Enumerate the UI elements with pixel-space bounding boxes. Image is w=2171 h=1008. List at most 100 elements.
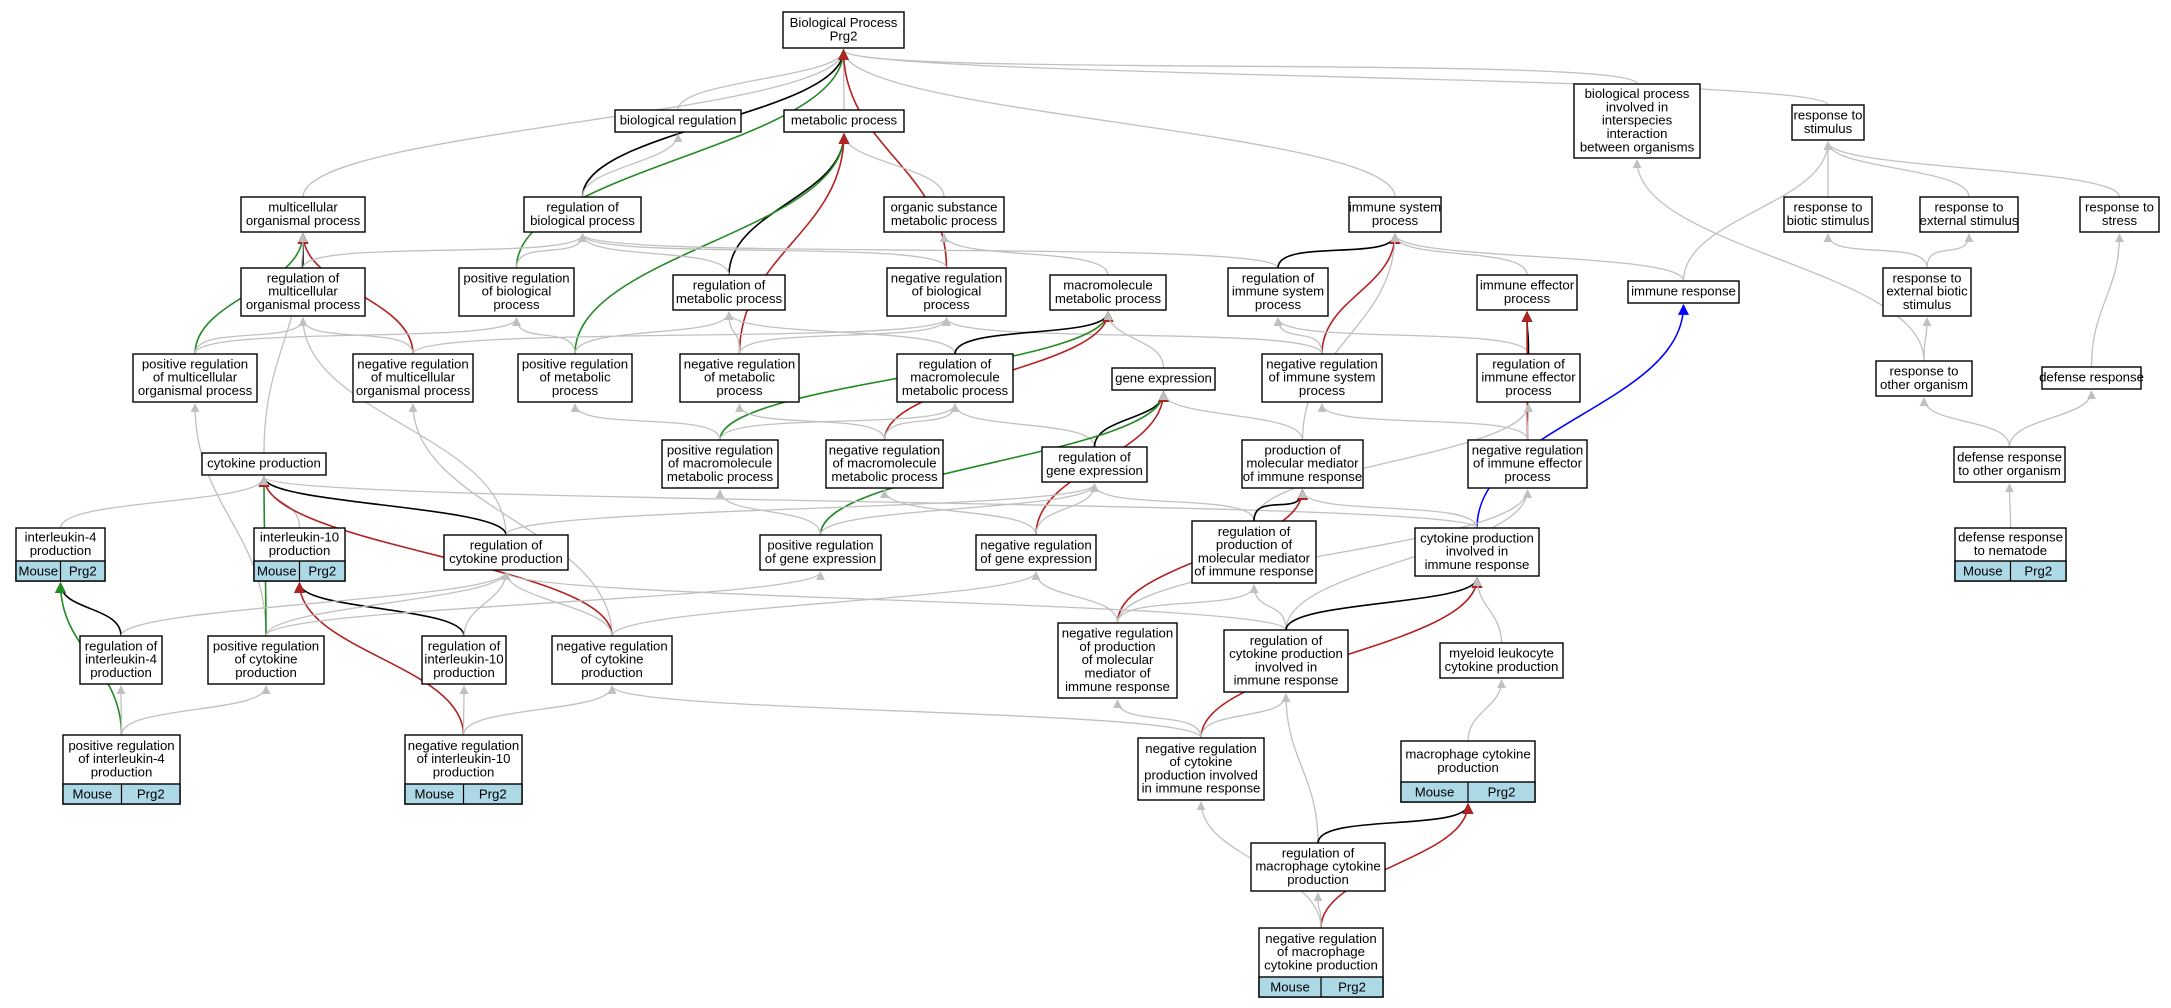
term-label-line: biotic stimulus	[1787, 213, 1870, 228]
badge-organism-label: Mouse	[1415, 785, 1455, 800]
term-label-line: positive regulation	[68, 738, 174, 753]
term-label-line: of macromolecule	[668, 456, 772, 471]
edge-cytoimm-to-prodmolmed	[1298, 489, 1478, 529]
edge-geneexp-to-macromol	[1103, 311, 1165, 369]
term-label-line: gene expression	[1115, 371, 1212, 386]
badge-organism-label: Mouse	[257, 564, 297, 579]
term-node-defresp[interactable]: defense response	[2039, 366, 2144, 390]
term-box	[132, 353, 258, 403]
term-box	[1919, 196, 2019, 233]
term-label-line: process	[552, 383, 599, 398]
term-label-line: regulation of	[267, 270, 340, 285]
edge-negregcytoimm-to-regcytoimm	[1200, 693, 1291, 739]
term-box	[886, 267, 1007, 317]
badge-gene-label: Prg2	[69, 564, 97, 579]
term-node-metab[interactable]: metabolic process	[783, 109, 905, 133]
edge-negreggene-to-negregmacro	[880, 489, 1037, 536]
term-box	[1227, 267, 1329, 317]
term-label-line: between organisms	[1580, 139, 1695, 154]
edge-myeloid-to-cytoimm	[1472, 577, 1503, 644]
edge-posregil4-to-regil4	[116, 685, 126, 736]
term-label-line: Prg2	[830, 28, 858, 43]
term-label-line: involved in	[1606, 99, 1668, 114]
edge-respstim-to-root	[839, 49, 1829, 106]
term-node-geneexp[interactable]: gene expression	[1111, 367, 1216, 391]
term-label-line: response to	[1935, 200, 2004, 215]
term-label-line: production	[30, 543, 92, 558]
term-label-line: of metabolic	[539, 370, 611, 385]
term-node-bioreg[interactable]: biological regulation	[614, 109, 742, 133]
term-label-line: molecular mediator	[1198, 550, 1311, 565]
term-label-line: macrophage cytokine	[1255, 859, 1380, 874]
term-node-cytoprod[interactable]: cytokine production	[201, 452, 327, 476]
term-label-line: immune effector	[1480, 278, 1575, 293]
edge-regprodmol-to-reggene	[1090, 483, 1255, 522]
term-label-line: defense response	[1958, 530, 2063, 545]
edge-regcytoimm-to-regcyto	[501, 571, 1287, 631]
term-label-line: stimulus	[1804, 121, 1853, 136]
term-label-line: metabolic process	[891, 213, 998, 228]
edge-immeff-to-immsys	[1390, 233, 1528, 276]
term-label-line: cytokine production	[449, 551, 563, 566]
term-node-immresp[interactable]: immune response	[1627, 280, 1740, 304]
edge-layer	[55, 48, 2124, 929]
edge-cytoimm-to-cytoprod	[259, 476, 1478, 529]
edge-defnema-to-defother	[2005, 483, 2015, 529]
term-label-line: immune response	[1234, 673, 1339, 688]
term-label-line: positive regulation	[767, 538, 873, 553]
